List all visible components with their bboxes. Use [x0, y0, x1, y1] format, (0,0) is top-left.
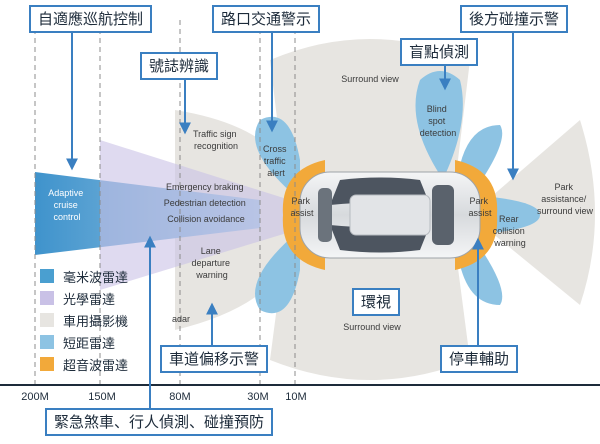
legend-label: 短距雷達 [63, 336, 116, 352]
car-illustration [299, 171, 481, 259]
zone-emergency-label: Emergency braking Pedestrian detection C… [164, 182, 249, 224]
lidar-coverage [100, 140, 290, 290]
zone-radar-fragment-label: adar [172, 314, 190, 324]
zone-park-left-label: Park assist [290, 196, 314, 218]
legend-swatch [40, 269, 54, 283]
short-range-radar-blindspot [415, 71, 463, 175]
callout-lane: 車道偏移示警 [160, 345, 269, 373]
legend-swatch [40, 335, 54, 349]
callout-intersection: 路口交通警示 [212, 5, 321, 33]
legend-item: 車用攝影機 [40, 310, 128, 330]
callout-aeb: 緊急煞車、行人偵測、碰撞預防 [45, 408, 274, 436]
legend-item: 短距雷達 [40, 332, 128, 352]
callout-sign: 號誌辨識 [140, 52, 219, 80]
legend-label: 超音波雷達 [63, 358, 129, 374]
surround-view-top [270, 39, 470, 185]
legend-item: 毫米波雷達 [40, 266, 128, 286]
legend-swatch [40, 313, 54, 327]
legend-swatch [40, 357, 54, 371]
short-range-radar-cross-front [255, 116, 300, 200]
callout-blind-spot: 盲點偵測 [400, 38, 479, 66]
distance-label-150m: 150M [88, 391, 116, 403]
zone-park-assistance-label: Park assistance/ surround view [537, 182, 594, 216]
zone-adaptive-label: Adaptive cruise control [48, 188, 86, 222]
distance-label-10m: 10M [285, 391, 306, 403]
sensor-legend: 毫米波雷達 光學雷達 車用攝影機 短距雷達 超音波雷達 [40, 266, 128, 376]
zone-lane-label: Lane departure warning [191, 246, 232, 280]
callout-parking: 停車輔助 [440, 345, 519, 373]
callout-surround: 環視 [352, 288, 401, 316]
legend-swatch [40, 291, 54, 305]
distance-label-30m: 30M [247, 391, 268, 403]
zone-traffic-sign-label: Traffic sign recognition [193, 129, 239, 151]
callout-acc: 自適應巡航控制 [29, 5, 153, 33]
short-range-radar-cross-front-bottom [255, 230, 300, 314]
callout-rear-collision: 後方碰撞示警 [460, 5, 569, 33]
zone-surround-bottom-label: Surround view [343, 322, 401, 332]
legend-item: 超音波雷達 [40, 354, 128, 374]
zone-surround-top-label: Surround view [341, 74, 399, 84]
zone-blindspot-label: Blind spot detection [420, 104, 457, 138]
legend-item: 光學雷達 [40, 288, 128, 308]
zone-rear-collision-label: Rear collision warning [493, 214, 528, 248]
legend-label: 光學雷達 [63, 292, 116, 308]
legend-label: 車用攝影機 [63, 314, 129, 330]
distance-label-200m: 200M [21, 391, 49, 403]
zone-cross-traffic-label: Cross traffic alert [263, 144, 289, 178]
distance-label-80m: 80M [169, 391, 190, 403]
legend-label: 毫米波雷達 [63, 270, 129, 286]
zone-park-right-label: Park assist [468, 196, 492, 218]
